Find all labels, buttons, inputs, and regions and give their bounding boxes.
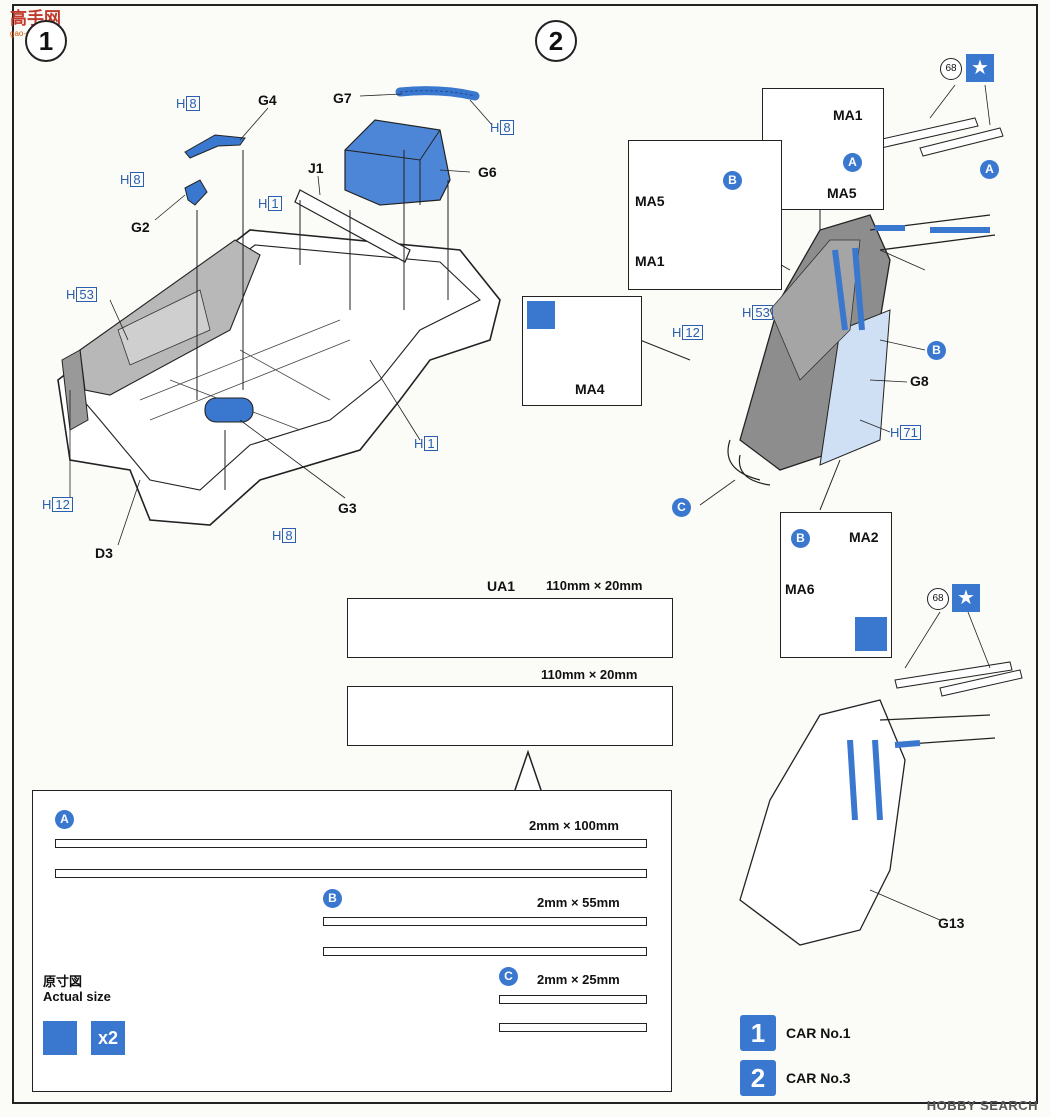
strap-a-dimension: 2mm × 100mm bbox=[529, 818, 619, 833]
part-label-ma2: MA2 bbox=[849, 529, 879, 545]
detail-box-ma2-ma6: B MA2 MA6 bbox=[780, 512, 892, 658]
strap-b-label: B bbox=[323, 889, 342, 908]
decal-ref-68-top: 68 bbox=[940, 58, 962, 80]
step-2-marker: 2 bbox=[535, 20, 577, 62]
strap-c-template bbox=[499, 995, 647, 1004]
part-label-ma1-detail: MA1 bbox=[635, 253, 665, 269]
strap-b-template bbox=[323, 947, 647, 956]
step-1-marker: 1 bbox=[25, 20, 67, 62]
part-label-ma1: MA1 bbox=[833, 107, 863, 123]
ua-template-box-second bbox=[347, 686, 673, 746]
strap-ref-a-bubble: A bbox=[843, 153, 862, 172]
detail-box-ma4: MA4 bbox=[522, 296, 642, 406]
strap-ref-b-bubble-seat: B bbox=[927, 341, 946, 360]
part-label-ma6: MA6 bbox=[785, 581, 815, 597]
ua2-dimension: 110mm × 20mm bbox=[541, 667, 638, 682]
hobby-search-watermark: HOBBY SEARCH bbox=[926, 1098, 1038, 1113]
part-label-g2: G2 bbox=[131, 219, 150, 235]
car-no3-icon: 2 bbox=[740, 1060, 776, 1096]
part-label-g3: G3 bbox=[338, 500, 357, 516]
ua1-template-box bbox=[347, 598, 673, 658]
part-label-g6: G6 bbox=[478, 164, 497, 180]
strap-b-dimension: 2mm × 55mm bbox=[537, 895, 620, 910]
part-label-g13: G13 bbox=[938, 915, 965, 931]
part-label-g4: G4 bbox=[258, 92, 277, 108]
part-label-ma5: MA5 bbox=[827, 185, 857, 201]
car-no1-label: CAR No.1 bbox=[786, 1025, 851, 1041]
paint-icon bbox=[527, 301, 555, 329]
strap-a-template bbox=[55, 839, 647, 848]
star-icon: ★ bbox=[966, 54, 994, 82]
actual-size-en: Actual size bbox=[43, 989, 111, 1004]
strap-a-template bbox=[55, 869, 647, 878]
detail-box-ma1-ma5-top: MA1 A MA5 bbox=[762, 88, 884, 210]
strap-ref-a-bubble-seat: A bbox=[980, 160, 999, 179]
part-label-g7: G7 bbox=[333, 90, 352, 106]
instruction-frame bbox=[12, 4, 1038, 1104]
decal-ref-68-bottom: 68 bbox=[927, 588, 949, 610]
strap-c-template bbox=[499, 1023, 647, 1032]
car-no1-icon: 1 bbox=[740, 1015, 776, 1051]
strap-b-template bbox=[323, 917, 647, 926]
strap-c-dimension: 2mm × 25mm bbox=[537, 972, 620, 987]
strap-ref-b-bubble-lower: B bbox=[791, 529, 810, 548]
decal-label-ua1: UA1 bbox=[487, 578, 516, 594]
paint-brush-icon bbox=[43, 1021, 77, 1055]
strap-a-label: A bbox=[55, 810, 74, 829]
strap-size-panel: A 2mm × 100mm B 2mm × 55mm C 2mm × 25mm … bbox=[32, 790, 672, 1092]
strap-ref-b-bubble: B bbox=[723, 171, 742, 190]
strap-c-label: C bbox=[499, 967, 518, 986]
quantity-x2-badge: x2 bbox=[91, 1021, 125, 1055]
ua1-dimension: 110mm × 20mm bbox=[546, 578, 643, 593]
part-label-g8: G8 bbox=[910, 373, 929, 389]
part-label-d3: D3 bbox=[95, 545, 113, 561]
actual-size-jp: 原寸図 bbox=[43, 974, 83, 989]
star-icon: ★ bbox=[952, 584, 980, 612]
paint-icon bbox=[855, 617, 887, 651]
car-no3-label: CAR No.3 bbox=[786, 1070, 851, 1086]
part-label-ma5-detail: MA5 bbox=[635, 193, 665, 209]
part-label-ma4: MA4 bbox=[575, 381, 605, 397]
strap-ref-c-bubble: C bbox=[672, 498, 691, 517]
detail-box-ma5-ma1: B MA5 MA1 bbox=[628, 140, 782, 290]
part-label-j1: J1 bbox=[308, 160, 324, 176]
